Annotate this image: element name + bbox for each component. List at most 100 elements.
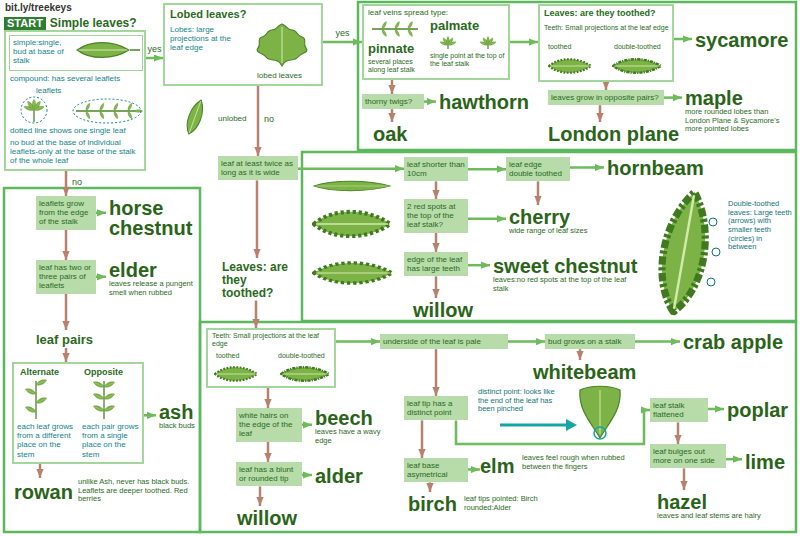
- leaf: [25, 387, 37, 395]
- question-box: leaf bulges out more on one side: [650, 444, 726, 468]
- single-leaf-outline: [21, 97, 47, 123]
- small-text: double-toothed: [614, 43, 672, 51]
- leaflet: [113, 111, 119, 120]
- species-node: hawthorn: [436, 90, 529, 112]
- small-text: single point at the top of the leaf stal…: [430, 52, 508, 68]
- pointer-arrowhead: [566, 419, 577, 431]
- edge-label: no: [263, 115, 275, 125]
- question-node: Leaves: are they toothed?: [222, 258, 294, 301]
- question-box: white hairs on the edge of the leaf: [236, 408, 302, 442]
- species-node: alder: [312, 464, 363, 486]
- question-box: leaf base asymetrical: [404, 458, 468, 482]
- question-text: white hairs on the edge of the leaf: [239, 411, 299, 439]
- question-text: thorny twigs?: [365, 97, 421, 106]
- question-text: leaf has two or three pairs of leaflets: [39, 263, 93, 291]
- species-note: leaf tips pointed: Birch rounded:Alder: [464, 495, 554, 512]
- question-text: lobed leaves: [257, 71, 321, 80]
- key-connector: [65, 348, 68, 362]
- teeth-circle: [709, 218, 717, 226]
- key-connector: [537, 181, 540, 205]
- species-note: black buds: [159, 422, 198, 431]
- species-node: elmleaves feel rough when rubbed between…: [480, 454, 630, 481]
- leaflet: [448, 41, 457, 46]
- species-name: beech: [315, 408, 382, 428]
- species-node: whitebeam: [530, 360, 636, 382]
- species-node: oak: [370, 122, 407, 144]
- chestnut-leaf: [314, 263, 392, 283]
- leaf-stalk: [447, 45, 448, 49]
- start-question: Simple leaves?: [50, 16, 137, 30]
- species-name: birch: [408, 494, 460, 514]
- species-name: hazel: [657, 492, 794, 512]
- leaflet: [407, 21, 414, 30]
- info-box: Alternateeach leaf grows from a differen…: [12, 362, 144, 464]
- question-text: leaf base asymetrical: [407, 461, 465, 479]
- question-box: leaf tip has a distinct point: [404, 396, 468, 420]
- leaf: [93, 392, 105, 400]
- species-name: sweet chestnut: [493, 256, 642, 276]
- key-connector: [391, 109, 394, 122]
- narrow-leaf: [314, 181, 390, 190]
- leaf: [103, 392, 115, 400]
- question-text: leaf shorter than 10cm: [407, 160, 465, 178]
- species-note: leaves feel rough when rubbed between th…: [522, 454, 626, 471]
- small-text: Teeth: Small projections at the leaf edg…: [544, 24, 672, 32]
- key-connector: [39, 464, 42, 478]
- question-box: 2 red spots at the top of the leaf stalk…: [404, 199, 468, 233]
- species-name: ash: [159, 402, 198, 422]
- heading-text: Opposite: [84, 367, 144, 377]
- key-connector: [65, 294, 68, 330]
- species-node: ashblack buds: [156, 400, 198, 431]
- species-name: whitebeam: [533, 362, 636, 382]
- leaf: [93, 404, 105, 412]
- toothed-leaf: [549, 59, 591, 73]
- info-box: Leaves: are they toothed? Teeth: Small pr…: [538, 4, 674, 82]
- leaflet: [488, 41, 497, 46]
- species-node: sweet chestnutleaves:no red spots at the…: [490, 254, 642, 293]
- key-connector: [336, 340, 380, 343]
- teeth-circle: [712, 248, 720, 256]
- question-box: leaflets grow from the edge of the stalk: [36, 196, 96, 230]
- leaf: [103, 404, 115, 412]
- heading-text: Leaves: are they toothed?: [544, 8, 672, 18]
- info-box: Teeth: Small projections at the leaf edg…: [206, 328, 336, 388]
- question-box: underside of the leaf is pale: [380, 334, 508, 349]
- leaflet: [381, 29, 388, 38]
- info-box: compound: has several leafletsleafletsdo…: [4, 30, 146, 171]
- note-text: dotted line shows one single leaf: [10, 126, 144, 135]
- species-name: rowan: [14, 482, 74, 502]
- tip-circle: [594, 427, 606, 439]
- species-name: alder: [315, 466, 363, 486]
- leaf-stalk: [487, 45, 488, 49]
- question-box: leaf at least twice as long as it is wid…: [218, 156, 298, 180]
- palmate-compound-leaf: [21, 97, 47, 123]
- small-text: toothed: [548, 43, 598, 51]
- key-connector: [144, 414, 156, 417]
- leaflet: [127, 111, 133, 120]
- key-connector: [510, 41, 538, 44]
- species-node: hornbeam: [604, 156, 704, 178]
- key-connector: [726, 458, 742, 461]
- key-connector: [65, 171, 68, 196]
- panel-outline: [302, 152, 796, 321]
- question-text: leaf has a blunt or rounded tip: [239, 465, 299, 483]
- key-connector: [302, 474, 312, 477]
- species-name: lime: [745, 452, 785, 472]
- key-connector: [302, 424, 312, 427]
- small-text: several places along leaf stalk: [368, 58, 426, 74]
- leaflet: [127, 102, 133, 111]
- heading-text: leaf pairs: [36, 333, 93, 348]
- heading-text: Lobed leaves?: [170, 8, 320, 21]
- species-node: hazelleaves and leaf stems are hairy: [654, 490, 794, 521]
- key-connector: [468, 218, 506, 221]
- note-text: simple:single, bud at base of stalk: [13, 38, 73, 66]
- key-connector: [456, 410, 650, 444]
- leaflet: [34, 105, 45, 111]
- leaf-stalk: [33, 110, 34, 122]
- callout-text: distinct point: looks like the end of th…: [478, 388, 562, 414]
- leaflet: [99, 111, 105, 120]
- key-connector: [674, 38, 692, 41]
- question-text: leaflets grow from the edge of the stalk: [39, 199, 93, 227]
- question-text: leaf edge double toothed: [509, 160, 567, 178]
